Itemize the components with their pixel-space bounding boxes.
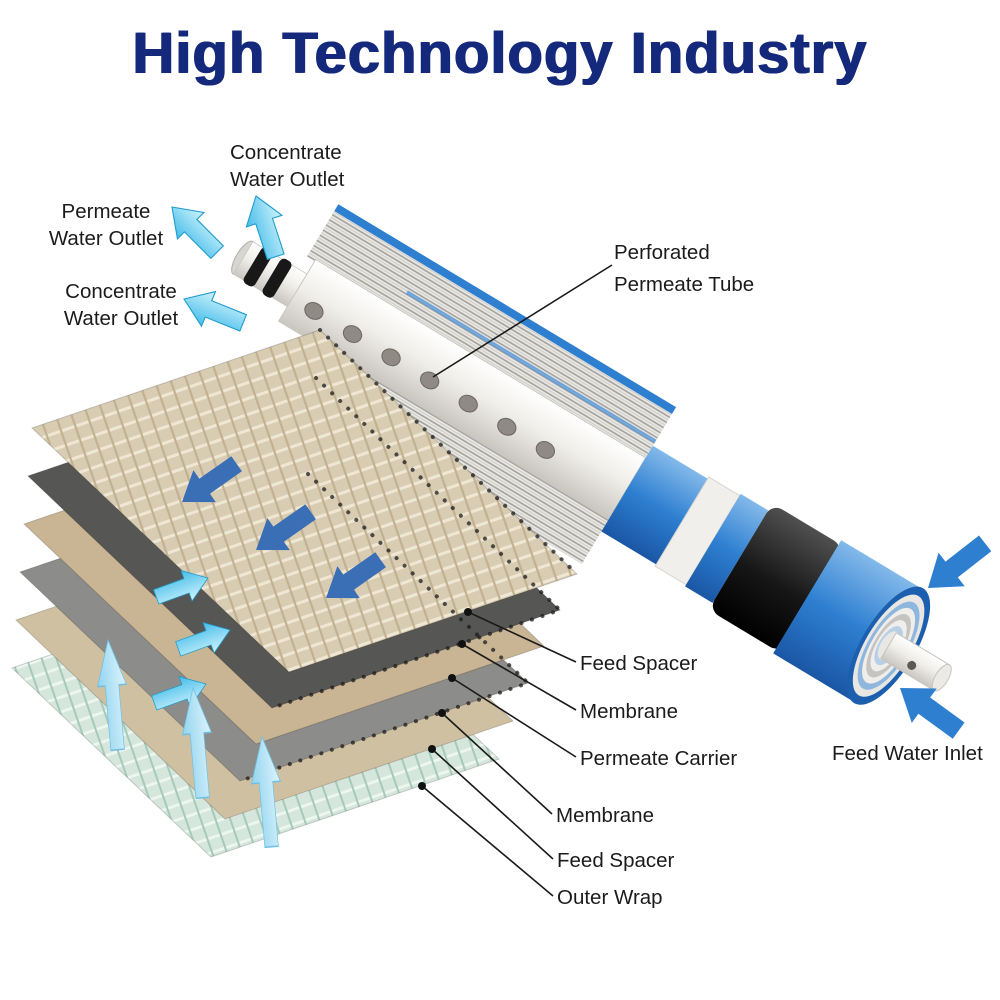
label-concentrate-water-outlet-top: Concentrate Water Outlet [230, 141, 345, 191]
label-feed-spacer-2: Feed Spacer [557, 849, 675, 872]
leader-membrane-1 [461, 643, 577, 711]
leader-outer-wrap [421, 785, 554, 897]
label-feed-water-inlet: Feed Water Inlet [832, 742, 983, 765]
page-title: High Technology Industry [132, 21, 868, 86]
leader-feed-spacer-2 [431, 748, 554, 860]
label-membrane-2: Membrane [556, 804, 654, 827]
layer-stack [11, 329, 578, 858]
label-feed-spacer-1: Feed Spacer [580, 652, 698, 675]
leader-perforated-tube [432, 264, 613, 378]
stub-hole [907, 660, 917, 670]
perforation-holes [304, 301, 555, 459]
shell-blue-band [685, 493, 769, 603]
o-ring [262, 258, 292, 298]
end-cap-black [712, 507, 840, 649]
leader-membrane-2 [441, 712, 553, 815]
shell-blue-body [773, 540, 923, 703]
layer-edge-perforations [238, 328, 579, 783]
roll-inner-blue-line [405, 290, 657, 444]
o-ring [243, 247, 273, 287]
label-permeate-carrier: Permeate Carrier [580, 747, 738, 770]
roll-blue-edge [334, 204, 677, 415]
concentrate-outlet-arrow-left [176, 281, 251, 341]
label-membrane-1: Membrane [580, 700, 678, 723]
shell-blue-band [601, 445, 708, 565]
label-concentrate-water-outlet-left: Concentrate Water Outlet [63, 280, 179, 330]
leader-lines [418, 264, 613, 897]
layer-feed-spacer-top [31, 329, 578, 673]
leader-permeate-carrier [451, 677, 577, 758]
label-perforated-permeate-tube: Perforated Permeate Tube [614, 241, 755, 296]
leader-feed-spacer-1 [467, 611, 577, 663]
label-outer-wrap: Outer Wrap [557, 886, 663, 909]
label-permeate-water-outlet: Permeate Water Outlet [48, 200, 164, 250]
membrane-element-assembly [231, 204, 952, 705]
